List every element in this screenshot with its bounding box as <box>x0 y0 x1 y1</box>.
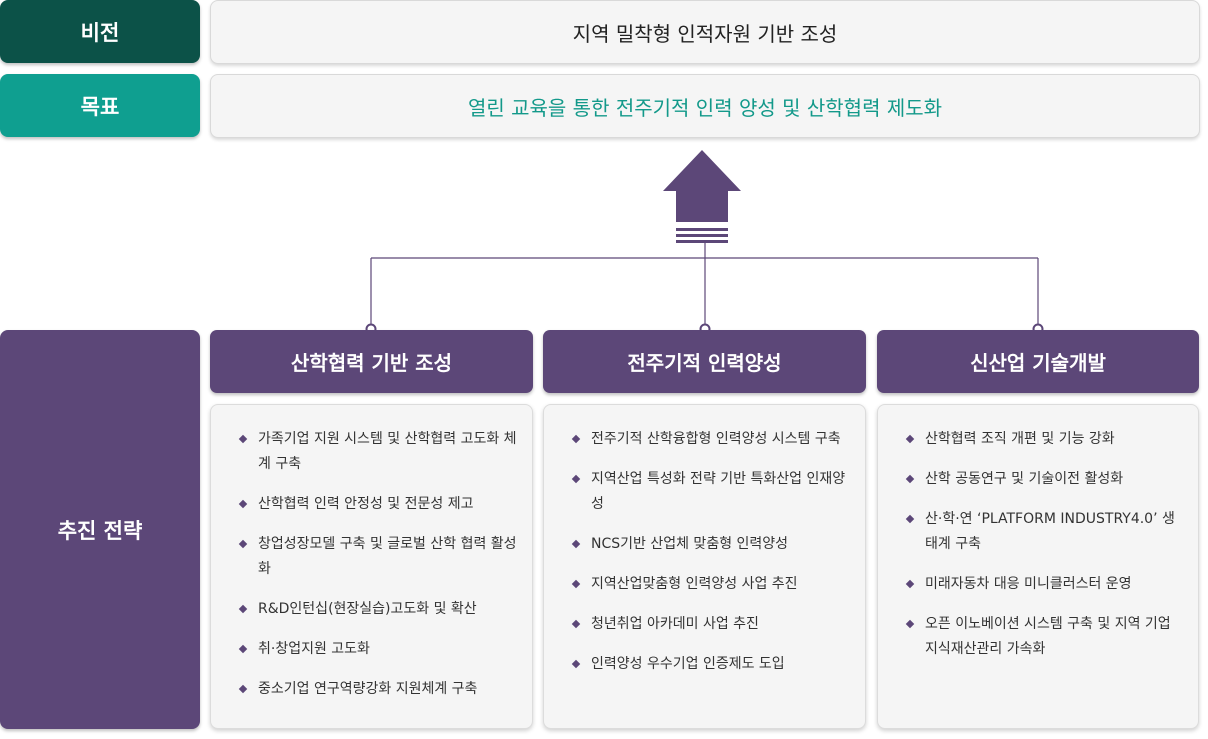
list-item-text: 산·학·연 ‘PLATFORM INDUSTRY4.0’ 생태계 구축 <box>925 511 1175 552</box>
list-item-text: 오픈 이노베이션 시스템 구축 및 지역 기업 지식재산관리 가속화 <box>925 616 1171 657</box>
diamond-bullet-icon <box>238 644 248 654</box>
list-item: 취·창업지원 고도화 <box>238 637 518 662</box>
diamond-bullet-icon <box>238 539 248 549</box>
list-item: 지역산업 특성화 전략 기반 특화산업 인재양성 <box>571 467 851 517</box>
diamond-bullet-icon <box>905 474 915 484</box>
list-item: 오픈 이노베이션 시스템 구축 및 지역 기업 지식재산관리 가속화 <box>905 612 1184 662</box>
list-item-text: R&D인턴십(현장실습)고도화 및 확산 <box>258 601 477 617</box>
list-item: 지역산업맞춤형 인력양성 사업 추진 <box>571 572 851 597</box>
list-item-text: 인력양성 우수기업 인증제도 도입 <box>591 656 785 672</box>
up-arrow-icon <box>663 150 741 222</box>
list-item-text: 가족기업 지원 시스템 및 산학협력 고도화 체계 구축 <box>258 431 517 472</box>
list-item: 미래자동차 대응 미니클러스터 운영 <box>905 572 1184 597</box>
list-item-text: 중소기업 연구역량강화 지원체계 구축 <box>258 681 478 697</box>
diamond-bullet-icon <box>238 499 248 509</box>
diamond-bullet-icon <box>238 604 248 614</box>
vision-statement: 지역 밀착형 인적자원 기반 조성 <box>210 0 1200 64</box>
list-item-text: NCS기반 산업체 맞춤형 인력양성 <box>591 536 789 552</box>
diamond-bullet-icon <box>571 659 581 669</box>
goal-label: 목표 <box>0 74 200 137</box>
strategy-box-1: 가족기업 지원 시스템 및 산학협력 고도화 체계 구축 산학협력 인력 안정성… <box>210 404 533 729</box>
list-item: 중소기업 연구역량강화 지원체계 구축 <box>238 677 518 702</box>
strategy-label: 추진 전략 <box>0 330 200 729</box>
diamond-bullet-icon <box>905 619 915 629</box>
arrow-stripe-3 <box>676 240 728 243</box>
list-item-text: 취·창업지원 고도화 <box>258 641 370 657</box>
diamond-bullet-icon <box>905 434 915 444</box>
diamond-bullet-icon <box>905 579 915 589</box>
list-item: 청년취업 아카데미 사업 추진 <box>571 612 851 637</box>
strategy-box-2: 전주기적 산학융합형 인력양성 시스템 구축 지역산업 특성화 전략 기반 특화… <box>543 404 866 729</box>
strategy-list-2: 전주기적 산학융합형 인력양성 시스템 구축 지역산업 특성화 전략 기반 특화… <box>571 427 851 677</box>
list-item-text: 미래자동차 대응 미니클러스터 운영 <box>925 576 1132 592</box>
vision-label: 비전 <box>0 0 200 63</box>
strategy-list-1: 가족기업 지원 시스템 및 산학협력 고도화 체계 구축 산학협력 인력 안정성… <box>238 427 518 702</box>
goal-statement: 열린 교육을 통한 전주기적 인력 양성 및 산학협력 제도화 <box>210 74 1200 138</box>
list-item: 창업성장모델 구축 및 글로벌 산학 협력 활성화 <box>238 532 518 582</box>
list-item: 산학 공동연구 및 기술이전 활성화 <box>905 467 1184 492</box>
list-item-text: 산학 공동연구 및 기술이전 활성화 <box>925 471 1124 487</box>
list-item-text: 청년취업 아카데미 사업 추진 <box>591 616 759 632</box>
strategy-header-2: 전주기적 인력양성 <box>543 330 866 393</box>
diamond-bullet-icon <box>571 619 581 629</box>
arrow-stripe-1 <box>676 228 728 231</box>
list-item-text: 지역산업맞춤형 인력양성 사업 추진 <box>591 576 798 592</box>
diamond-bullet-icon <box>905 514 915 524</box>
list-item: 전주기적 산학융합형 인력양성 시스템 구축 <box>571 427 851 452</box>
diamond-bullet-icon <box>238 434 248 444</box>
list-item: NCS기반 산업체 맞춤형 인력양성 <box>571 532 851 557</box>
diamond-bullet-icon <box>571 579 581 589</box>
list-item: 산학협력 인력 안정성 및 전문성 제고 <box>238 492 518 517</box>
diamond-bullet-icon <box>571 539 581 549</box>
list-item: 산·학·연 ‘PLATFORM INDUSTRY4.0’ 생태계 구축 <box>905 507 1184 557</box>
diamond-bullet-icon <box>238 684 248 694</box>
diamond-bullet-icon <box>571 474 581 484</box>
list-item: R&D인턴십(현장실습)고도화 및 확산 <box>238 597 518 622</box>
list-item-text: 산학협력 인력 안정성 및 전문성 제고 <box>258 496 474 512</box>
list-item-text: 지역산업 특성화 전략 기반 특화산업 인재양성 <box>591 471 846 512</box>
list-item: 가족기업 지원 시스템 및 산학협력 고도화 체계 구축 <box>238 427 518 477</box>
list-item-text: 창업성장모델 구축 및 글로벌 산학 협력 활성화 <box>258 536 517 577</box>
diamond-bullet-icon <box>571 434 581 444</box>
list-item: 인력양성 우수기업 인증제도 도입 <box>571 652 851 677</box>
list-item-text: 전주기적 산학융합형 인력양성 시스템 구축 <box>591 431 841 447</box>
strategy-header-1: 산학협력 기반 조성 <box>210 330 533 393</box>
list-item: 산학협력 조직 개편 및 기능 강화 <box>905 427 1184 452</box>
strategy-header-3: 신산업 기술개발 <box>877 330 1199 393</box>
list-item-text: 산학협력 조직 개편 및 기능 강화 <box>925 431 1115 447</box>
arrow-stripe-2 <box>676 234 728 237</box>
strategy-box-3: 산학협력 조직 개편 및 기능 강화 산학 공동연구 및 기술이전 활성화 산·… <box>877 404 1199 729</box>
strategy-list-3: 산학협력 조직 개편 및 기능 강화 산학 공동연구 및 기술이전 활성화 산·… <box>905 427 1184 662</box>
